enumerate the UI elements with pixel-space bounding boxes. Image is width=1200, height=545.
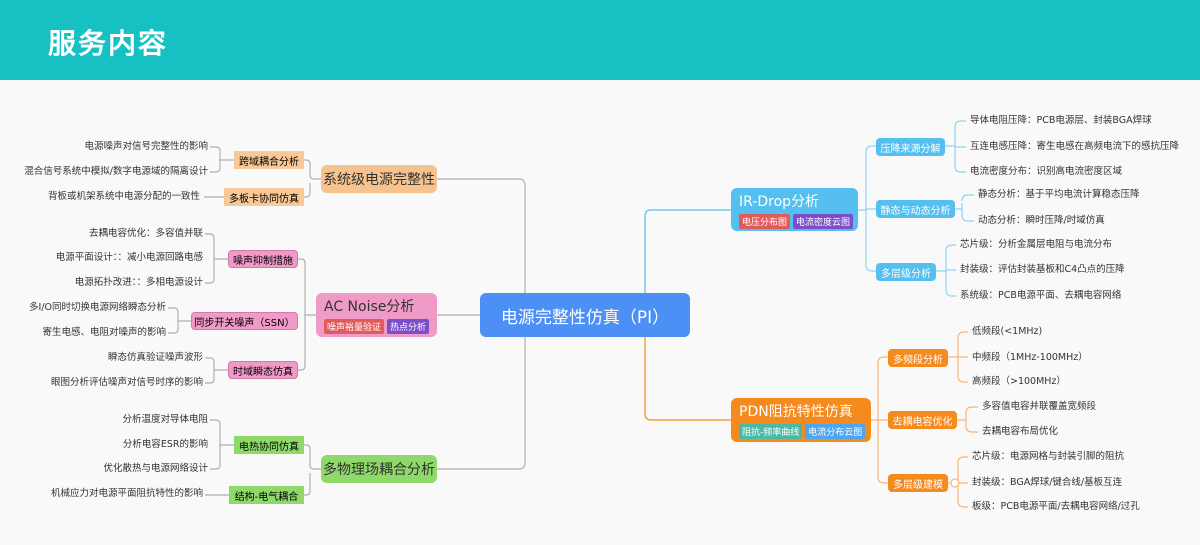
node-pdn-impedance[interactable]: PDN阻抗特性仿真 阻抗-频率曲线电流分布云图 <box>731 398 871 442</box>
central-topic[interactable]: 电源完整性仿真（PI） <box>480 293 690 337</box>
tag-hotspot: 热点分析 <box>387 319 430 334</box>
sub-noise-suppression[interactable]: 噪声抑制措施 <box>228 250 298 268</box>
leaf: 分析温度对导体电阻 <box>122 414 208 425</box>
node-ac-noise[interactable]: AC Noise分析 噪声裕量验证热点分析 <box>316 293 437 337</box>
sub-multilevel-model[interactable]: 多层级建模 <box>888 474 948 492</box>
leaf: 电流密度分布：识别高电流密度区域 <box>970 166 1123 177</box>
sub-static-dynamic[interactable]: 静态与动态分析 <box>876 200 955 218</box>
sub-transient[interactable]: 时域瞬态仿真 <box>228 361 298 379</box>
leaf: 导体电阻压降：PCB电源层、封装BGA焊球 <box>970 115 1152 126</box>
node-label: 系统级电源完整性 <box>323 172 435 188</box>
tag-noise-margin: 噪声裕量验证 <box>324 319 385 334</box>
header-bar: 服务内容 <box>0 0 1200 80</box>
sub-multi-board[interactable]: 多板卡协同仿真 <box>224 188 304 206</box>
node-ir-drop[interactable]: IR-Drop分析 电压分布图电流密度云图 <box>731 188 858 231</box>
leaf: 静态分析：基于平均电流计算稳态压降 <box>978 189 1140 200</box>
page-title: 服务内容 <box>48 27 169 60</box>
leaf: 背板或机架系统中电源分配的一致性 <box>47 191 200 202</box>
leaf: 瞬态仿真验证噪声波形 <box>107 352 203 363</box>
sub-cross-domain[interactable]: 跨域耦合分析 <box>234 151 304 169</box>
leaf: 优化散热与电源网络设计 <box>103 463 208 474</box>
leaf: 多I/O同时切换电源网络瞬态分析 <box>29 302 166 313</box>
sub-electro-thermal[interactable]: 电热协同仿真 <box>234 436 304 454</box>
sub-struct-electric[interactable]: 结构-电气耦合 <box>229 486 304 504</box>
leaf: 机械应力对电源平面阻抗特性的影响 <box>50 488 203 499</box>
leaf: 互连电感压降：寄生电感在高频电流下的感抗压降 <box>970 141 1180 152</box>
central-topic-label: 电源完整性仿真（PI） <box>500 307 670 328</box>
node-multiphysics[interactable]: 多物理场耦合分析 <box>321 455 437 483</box>
leaf: 系统级：PCB电源平面、去耦电容网络 <box>960 290 1122 301</box>
node-label: 多物理场耦合分析 <box>323 462 435 478</box>
sub-decap-opt[interactable]: 去耦电容优化 <box>888 411 957 429</box>
leaf: 电源噪声对信号完整性的影响 <box>84 141 208 152</box>
leaf: 高频段（>100MHz） <box>972 376 1066 387</box>
node-label: AC Noise分析 <box>324 299 415 315</box>
leaf: 去耦电容布局优化 <box>982 426 1059 437</box>
sub-drop-sources[interactable]: 压降来源分解 <box>876 138 945 156</box>
node-system-level-pi[interactable]: 系统级电源完整性 <box>321 165 437 193</box>
node-label: IR-Drop分析 <box>739 193 820 210</box>
tag-current-distribution: 电流分布云图 <box>805 424 866 439</box>
leaf: 动态分析：瞬时压降/时域仿真 <box>978 215 1105 226</box>
leaf: 中频段（1MHz-100MHz） <box>972 352 1088 363</box>
leaf: 电源平面设计：：减小电源回路电感 <box>55 252 203 263</box>
sub-ssn[interactable]: 同步开关噪声（SSN） <box>191 312 298 330</box>
leaf: 封装级：BGA焊球/键合线/基板互连 <box>972 477 1123 488</box>
leaf: 多容值电容并联覆盖宽频段 <box>982 401 1097 412</box>
leaf: 分析电容ESR的影响 <box>122 439 208 450</box>
leaf: 去耦电容优化：多容值并联 <box>88 228 203 239</box>
leaf: 寄生电感、电阻对噪声的影响 <box>42 327 166 338</box>
leaf: 低频段(<1MHz) <box>972 326 1043 337</box>
tag-current-density: 电流密度云图 <box>793 213 854 229</box>
sub-multilevel-analysis[interactable]: 多层级分析 <box>876 263 936 281</box>
sub-multiband[interactable]: 多频段分析 <box>888 349 948 367</box>
tag-voltage-map: 电压分布图 <box>739 213 791 229</box>
leaf: 混合信号系统中模拟/数字电源域的隔离设计 <box>24 166 208 177</box>
node-label: PDN阻抗特性仿真 <box>739 404 853 420</box>
leaf: 封装级：评估封装基板和C4凸点的压降 <box>960 264 1125 275</box>
leaf: 电源拓扑改进：：多相电源设计 <box>74 277 203 288</box>
leaf: 芯片级：电源网格与封装引脚的阻抗 <box>972 451 1125 462</box>
leaf: 板级：PCB电源平面/去耦电容网络/过孔 <box>972 501 1140 512</box>
leaf: 芯片级：分析金属层电阻与电流分布 <box>960 239 1113 250</box>
leaf: 眼图分析评估噪声对信号时序的影响 <box>50 377 203 388</box>
tag-impedance-curve: 阻抗-频率曲线 <box>739 424 803 439</box>
